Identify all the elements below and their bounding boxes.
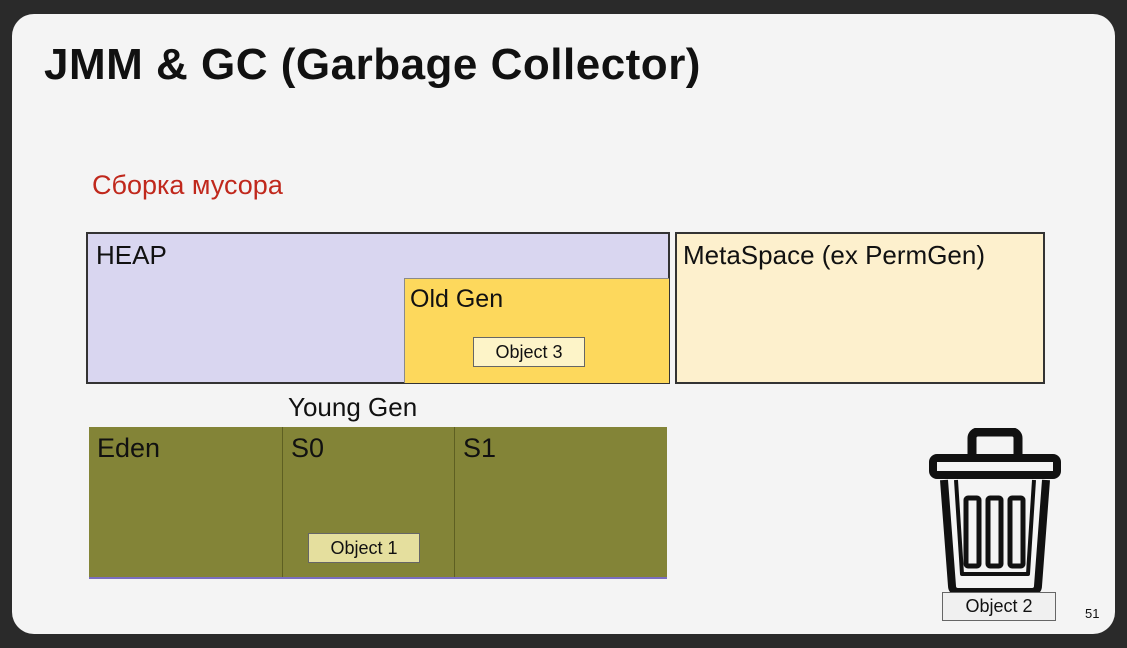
metaspace-label: MetaSpace (ex PermGen) bbox=[683, 240, 986, 270]
s1-cell: S1 bbox=[454, 427, 668, 577]
object-1: Object 1 bbox=[308, 533, 420, 563]
young-gen-box: Eden S0 Object 1 S1 bbox=[89, 427, 667, 579]
s0-cell: S0 Object 1 bbox=[282, 427, 455, 577]
eden-label: Eden bbox=[97, 433, 161, 463]
young-gen-label: Young Gen bbox=[288, 392, 418, 422]
metaspace-box: MetaSpace (ex PermGen) bbox=[675, 232, 1045, 384]
slide-subtitle: Сборка мусора bbox=[92, 170, 283, 200]
trash-can-icon bbox=[929, 428, 1061, 596]
page-number: 51 bbox=[1085, 606, 1100, 621]
old-gen-box: Old Gen Object 3 bbox=[404, 278, 669, 383]
slide: JMM & GC (Garbage Collector) Сборка мусо… bbox=[12, 14, 1115, 634]
s1-label: S1 bbox=[463, 433, 497, 463]
eden-cell: Eden bbox=[89, 427, 282, 577]
heap-label: HEAP bbox=[96, 240, 167, 270]
object-3: Object 3 bbox=[473, 337, 585, 367]
slide-title: JMM & GC (Garbage Collector) bbox=[44, 40, 701, 89]
old-gen-label: Old Gen bbox=[410, 285, 504, 313]
object-2: Object 2 bbox=[942, 592, 1056, 621]
heap-box: HEAP Old Gen Object 3 bbox=[86, 232, 670, 384]
s0-label: S0 bbox=[291, 433, 325, 463]
